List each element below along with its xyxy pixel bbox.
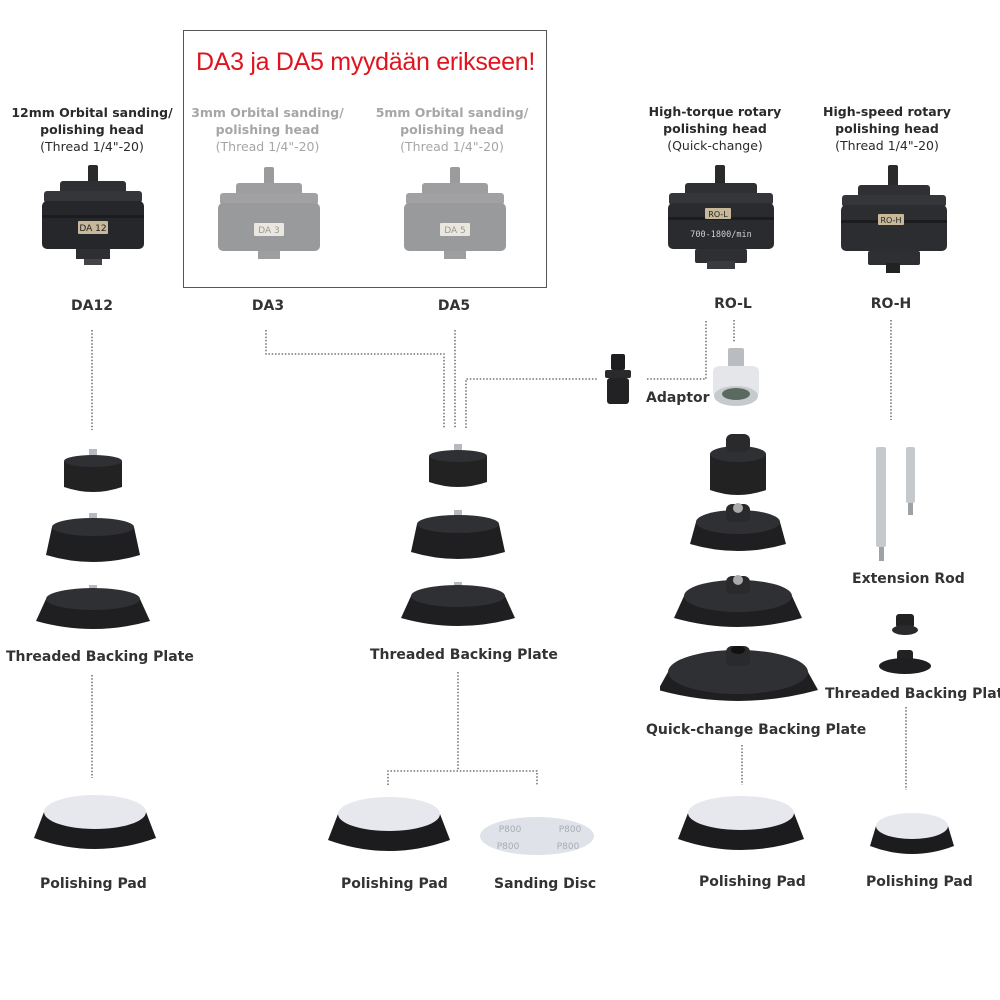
- title-line: High-speed rotary: [823, 104, 951, 119]
- head-title-rol: High-torque rotary polishing head (Quick…: [630, 103, 800, 154]
- head-badge: RO-H: [881, 216, 902, 225]
- title-line: polishing head: [40, 122, 144, 137]
- title-subtitle: (Thread 1/4"-20): [215, 139, 320, 154]
- head-code-rol: RO-L: [714, 296, 752, 312]
- polishing-pad-roh-image: [870, 813, 954, 854]
- adaptor-black-image: [605, 354, 631, 404]
- head-badge: DA 3: [258, 226, 280, 236]
- head-image-da5: DA 5: [404, 167, 506, 259]
- title-line: 3mm Orbital sanding/: [191, 105, 344, 120]
- title-subtitle: (Thread 1/4"-20): [835, 138, 939, 153]
- head-title-roh: High-speed rotary polishing head (Thread…: [802, 103, 972, 154]
- backing-plate-label-roh: Threaded Backing Plate: [825, 686, 1000, 702]
- title-subtitle: (Thread 1/4"-20): [40, 139, 144, 154]
- head-image-rol: RO-L 700-1800/min: [668, 165, 774, 269]
- sanding-disc-label: Sanding Disc: [494, 876, 597, 892]
- grit-label: P800: [559, 825, 582, 835]
- title-line: polishing head: [835, 121, 939, 136]
- grit-label: P800: [499, 825, 522, 835]
- head-badge: DA 5: [444, 226, 466, 236]
- backing-plate-label-da12: Threaded Backing Plate: [6, 649, 194, 665]
- title-line: 12mm Orbital sanding/: [11, 105, 173, 120]
- connector-adaptor-to-da-backing: [465, 378, 597, 428]
- head-code-roh: RO-H: [870, 296, 912, 312]
- grit-label: P800: [557, 842, 580, 852]
- title-line: High-torque rotary: [648, 104, 782, 119]
- quick-change-plates-image: [660, 434, 818, 701]
- title-line: polishing head: [400, 122, 504, 137]
- extension-rod-label: Extension Rod: [852, 571, 965, 587]
- polishing-pad-da35-image: [328, 797, 450, 851]
- backing-plates-da35-image: [401, 444, 515, 626]
- head-image-da12: DA 12: [42, 165, 144, 265]
- grit-label: P800: [497, 842, 520, 852]
- polishing-pad-label-da35: Polishing Pad: [341, 876, 448, 892]
- head-image-roh: RO-H: [841, 165, 947, 273]
- adaptor-silver-image: [713, 348, 759, 406]
- adaptor-label: Adaptor: [646, 390, 710, 406]
- extension-rod-image: [876, 447, 915, 561]
- sold-separately-box: [183, 30, 547, 288]
- rpm-engraving: 700-1800/min: [690, 230, 751, 240]
- head-badge: DA 12: [79, 224, 106, 234]
- polishing-pad-label-roh: Polishing Pad: [866, 874, 973, 890]
- head-image-da3: DA 3: [218, 167, 320, 259]
- head-code-da3: DA3: [251, 298, 285, 314]
- title-line: 5mm Orbital sanding/: [375, 105, 529, 120]
- polishing-pad-label-da12: Polishing Pad: [40, 876, 147, 892]
- title-subtitle: (Thread 1/4"-20): [400, 139, 504, 154]
- backing-plates-da12-image: [36, 449, 150, 629]
- sold-separately-notice: DA3 ja DA5 myydään erikseen!: [196, 48, 535, 76]
- title-subtitle: (Quick-change): [667, 138, 763, 153]
- head-badge: RO-L: [708, 210, 728, 219]
- sanding-disc-image: P800 P800 P800 P800: [480, 817, 594, 855]
- head-title-da3: 3mm Orbital sanding/ polishing head (Thr…: [180, 104, 355, 155]
- title-line: polishing head: [663, 121, 767, 136]
- head-code-da5: DA5: [437, 298, 471, 314]
- connector-rol-to-adaptor: [647, 320, 707, 380]
- polishing-pad-rol-image: [678, 796, 804, 850]
- backing-plate-label-da35: Threaded Backing Plate: [370, 647, 558, 663]
- quick-change-backing-label: Quick-change Backing Plate: [646, 722, 867, 738]
- polishing-pad-label-rol: Polishing Pad: [699, 874, 806, 890]
- polishing-pad-da12-image: [34, 795, 156, 849]
- head-title-da5: 5mm Orbital sanding/ polishing head (Thr…: [362, 104, 542, 155]
- title-line: polishing head: [215, 122, 320, 137]
- connector-da3-to-backing: [265, 330, 445, 428]
- connector-da35-backing-to-pads: [387, 672, 538, 785]
- backing-plates-roh-image: [879, 614, 931, 674]
- head-code-da12: DA12: [71, 298, 113, 314]
- head-title-da12: 12mm Orbital sanding/ polishing head (Th…: [2, 104, 182, 155]
